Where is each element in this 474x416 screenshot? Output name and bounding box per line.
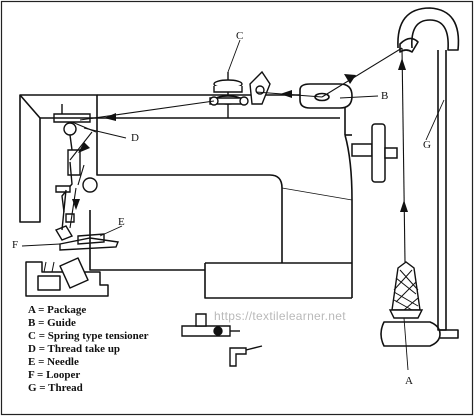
needle-bar-mechanism: [53, 104, 119, 251]
leader-lines: [21, 39, 445, 371]
handwheel: [351, 123, 398, 183]
thread-stand: [380, 7, 460, 347]
thread-direction-arrows: [72, 58, 408, 212]
legend-item: F = Looper: [28, 369, 80, 381]
thread-package: [388, 261, 424, 319]
watermark: https://textilelearner.net: [214, 309, 346, 323]
knee-lifter: [181, 313, 263, 367]
legend-item: D = Thread take up: [28, 343, 120, 355]
machine-body: [19, 94, 353, 299]
label-d: D: [131, 132, 139, 144]
legend-item: A = Package: [28, 304, 86, 316]
base-plate: [25, 257, 109, 297]
legend: A = Package B = Guide C = Spring type te…: [28, 304, 149, 394]
legend-item: B = Guide: [28, 317, 76, 329]
legend-item: C = Spring type tensioner: [28, 330, 149, 342]
label-c: C: [236, 30, 243, 42]
label-a: A: [405, 375, 413, 387]
label-b: B: [381, 90, 388, 102]
legend-item: E = Needle: [28, 356, 79, 368]
legend-item: G = Thread: [28, 382, 83, 394]
label-e: E: [118, 216, 125, 228]
label-f: F: [12, 239, 18, 251]
label-g: G: [423, 139, 431, 151]
